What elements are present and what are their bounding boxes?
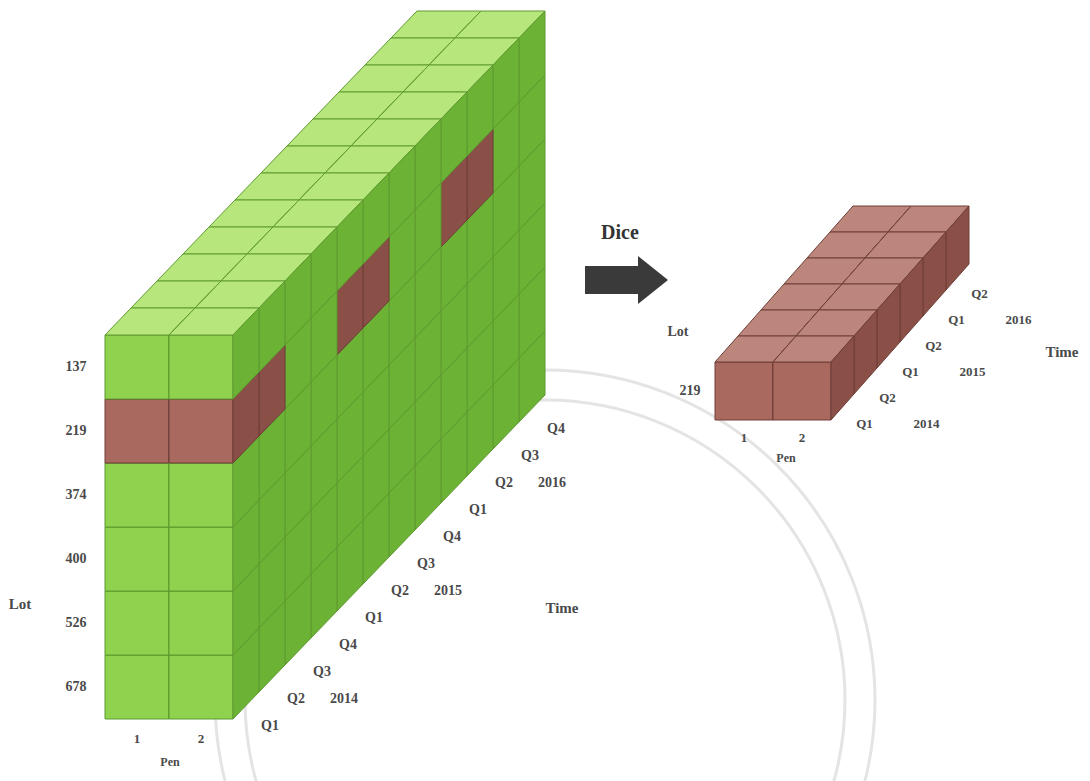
operation-label: Dice bbox=[601, 222, 639, 242]
cube-face bbox=[415, 119, 441, 210]
axis-label: 400 bbox=[66, 552, 87, 566]
axis-label: Q4 bbox=[443, 530, 461, 544]
axis-label: Q2 bbox=[971, 287, 988, 300]
cube-face bbox=[105, 527, 169, 591]
cube-face bbox=[519, 11, 545, 102]
axis-label: Lot bbox=[9, 597, 32, 612]
axis-label: Q3 bbox=[417, 557, 435, 571]
axis-label: 526 bbox=[66, 616, 87, 630]
axis-label: 2015 bbox=[960, 365, 986, 378]
axis-label: 219 bbox=[66, 424, 87, 438]
axis-label: Q1 bbox=[365, 611, 383, 625]
axis-label: Q4 bbox=[547, 422, 565, 436]
cube-face bbox=[467, 65, 493, 156]
cube-face bbox=[233, 308, 259, 399]
cube-face bbox=[363, 173, 389, 264]
axis-label: Q1 bbox=[948, 313, 965, 326]
axis-label: Pen bbox=[160, 756, 179, 768]
axis-label: Q2 bbox=[925, 339, 942, 352]
axis-label: Lot bbox=[668, 325, 689, 339]
axis-label: Time bbox=[545, 601, 578, 616]
axis-label: 678 bbox=[66, 680, 87, 694]
diced-cube bbox=[715, 206, 969, 420]
axis-label: 1 bbox=[741, 431, 748, 444]
cube-face bbox=[169, 463, 233, 527]
cube-face bbox=[169, 527, 233, 591]
axis-label: Q3 bbox=[521, 449, 539, 463]
axis-label: Q1 bbox=[261, 719, 279, 733]
cube-face bbox=[715, 362, 773, 420]
data-cube bbox=[105, 11, 545, 719]
axis-label: Q1 bbox=[856, 417, 873, 430]
cube-face bbox=[946, 206, 969, 290]
axis-label: 2016 bbox=[538, 476, 566, 490]
axis-label: 2 bbox=[198, 732, 205, 745]
cube-face bbox=[169, 655, 233, 719]
axis-label: Time bbox=[1045, 345, 1078, 360]
cube-face bbox=[773, 362, 831, 420]
axis-label: 374 bbox=[66, 488, 87, 502]
cube-face bbox=[877, 284, 900, 368]
cube-face bbox=[900, 258, 923, 342]
cube-face bbox=[105, 463, 169, 527]
cube-face bbox=[311, 227, 337, 318]
axis-label: Q4 bbox=[339, 638, 357, 652]
axis-label: Q2 bbox=[287, 692, 305, 706]
cube-face bbox=[923, 232, 946, 316]
cube-face bbox=[105, 335, 169, 399]
axis-label: Q2 bbox=[495, 476, 513, 490]
cube-face bbox=[441, 92, 467, 183]
cube-face bbox=[105, 591, 169, 655]
axis-label: Q1 bbox=[902, 365, 919, 378]
axis-label: 219 bbox=[680, 384, 701, 398]
axis-label: Pen bbox=[776, 452, 795, 464]
cube-face bbox=[169, 335, 233, 399]
axis-label: Q3 bbox=[313, 665, 331, 679]
axis-label: 2016 bbox=[1006, 313, 1032, 326]
axis-label: 137 bbox=[66, 360, 87, 374]
cube-face bbox=[105, 655, 169, 719]
axis-label: 2 bbox=[799, 431, 806, 444]
dice-arrow bbox=[585, 256, 668, 304]
axis-label: 2014 bbox=[330, 692, 358, 706]
cube-face bbox=[169, 399, 233, 463]
axis-label: 2015 bbox=[434, 584, 462, 598]
axis-label: Q2 bbox=[879, 391, 896, 404]
cube-face bbox=[285, 254, 311, 345]
cube-face bbox=[493, 38, 519, 129]
cube-face bbox=[337, 200, 363, 291]
axis-label: 2014 bbox=[914, 417, 940, 430]
cube-face bbox=[854, 310, 877, 394]
axis-label: Q1 bbox=[469, 503, 487, 517]
cube-face bbox=[259, 281, 285, 372]
axis-label: 1 bbox=[134, 732, 141, 745]
axis-label: Q2 bbox=[391, 584, 409, 598]
cube-face bbox=[831, 336, 854, 420]
cube-face bbox=[169, 591, 233, 655]
cube-face bbox=[105, 399, 169, 463]
cube-face bbox=[389, 146, 415, 237]
